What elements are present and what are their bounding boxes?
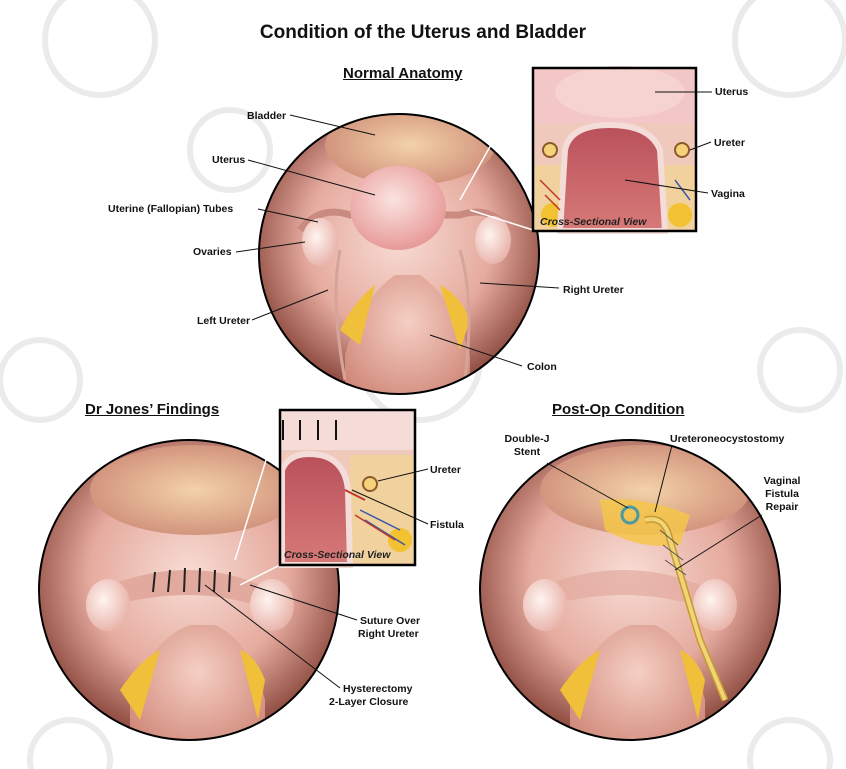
label-colon: Colon: [527, 361, 557, 373]
normal-cross-section-inset: [459, 66, 698, 234]
label-right-ureter: Right Ureter: [563, 284, 624, 296]
findings-circle: [38, 439, 340, 741]
heading-postop: Post-Op Condition: [552, 401, 685, 418]
label-fallopian-tubes: Uterine (Fallopian) Tubes: [108, 203, 234, 215]
label-repair-line2: Fistula: [765, 488, 799, 500]
label-repair-line1: Vaginal: [763, 475, 801, 487]
label-suture-line2: Right Ureter: [358, 628, 419, 640]
label-uterus: Uterus: [212, 154, 246, 166]
heading-normal-anatomy: Normal Anatomy: [343, 65, 463, 82]
inset-caption-normal: Cross-Sectional View: [540, 216, 647, 228]
label-ovaries: Ovaries: [193, 246, 232, 258]
inset-label-uterus: Uterus: [715, 86, 749, 98]
inset-caption-findings: Cross-Sectional View: [284, 549, 391, 561]
heading-findings: Dr Jones’ Findings: [85, 401, 220, 418]
label-left-ureter: Left Ureter: [197, 315, 251, 327]
inset-label-ureter: Ureter: [714, 137, 745, 149]
label-hysterectomy-line1: Hysterectomy: [343, 683, 413, 695]
label-bladder: Bladder: [247, 110, 287, 122]
double-j-stent: [620, 505, 729, 702]
findings-cross-section-inset: [234, 408, 417, 586]
label-repair-line3: Repair: [765, 501, 799, 513]
label-stent-line1: Double-J: [504, 433, 550, 445]
postop-circle: [479, 439, 781, 741]
inset-label-fistula: Fistula: [430, 519, 464, 531]
label-ureteroneocystostomy: Ureteroneocystostomy: [670, 433, 785, 445]
leader-lines: [204, 91, 763, 689]
label-suture-line1: Suture Over: [360, 615, 421, 627]
label-hysterectomy-line2: 2-Layer Closure: [329, 696, 409, 708]
label-stent-line2: Stent: [513, 446, 541, 458]
inset-label-ureter-findings: Ureter: [430, 464, 461, 476]
suture-marks: [152, 567, 231, 593]
normal-anatomy-circle: [258, 113, 540, 395]
page-title: Condition of the Uterus and Bladder: [259, 22, 587, 43]
inset-label-vagina: Vagina: [711, 188, 745, 200]
